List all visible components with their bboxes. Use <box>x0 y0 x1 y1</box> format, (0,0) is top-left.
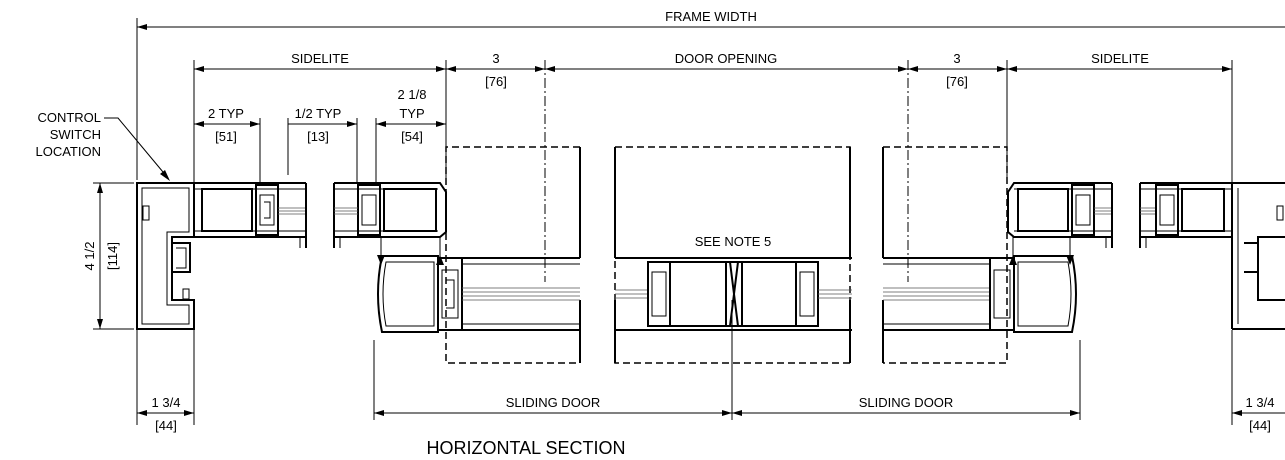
right-clearance-mm-label: [76] <box>946 74 968 89</box>
control-label-2: SWITCH <box>50 127 101 142</box>
right-sidelite-label: SIDELITE <box>1091 51 1149 66</box>
right-jamb-depth-label: 1 3/4 <box>1246 395 1275 410</box>
two-eighth-typ-label: TYP <box>399 106 424 121</box>
two-eighth-mm-label: [54] <box>401 129 423 144</box>
two-typ-label: 2 TYP <box>208 106 244 121</box>
right-sidelite-outer-profile <box>1139 182 1285 330</box>
extension-lines <box>136 18 1233 425</box>
left-sidelite-profile <box>194 182 307 248</box>
two-typ-mm-label: [51] <box>215 129 237 144</box>
door-panel-outlines <box>445 146 1008 364</box>
left-sliding-door-label: SLIDING DOOR <box>506 395 601 410</box>
right-jamb-depth-mm-label: [44] <box>1249 418 1271 433</box>
two-eighth-label: 2 1/8 <box>398 87 427 102</box>
control-label-1: CONTROL <box>37 110 101 125</box>
right-sliding-door-label: SLIDING DOOR <box>859 395 954 410</box>
see-note-label: SEE NOTE 5 <box>695 234 772 249</box>
section-title: HORIZONTAL SECTION <box>426 438 625 458</box>
left-jamb-profile <box>136 182 195 330</box>
frame-width-label: FRAME WIDTH <box>665 9 757 24</box>
height-mm-label: [114] <box>105 242 120 270</box>
center-meeting-rails <box>615 257 852 331</box>
drawing-labels: FRAME WIDTH SIDELITE 3 [76] DOOR OPENING… <box>36 9 1275 458</box>
right-sliding-door-profile <box>883 255 1077 333</box>
left-jamb-depth-mm-label: [44] <box>155 418 177 433</box>
left-sliding-door-profile <box>377 255 580 333</box>
left-sidelite-label: SIDELITE <box>291 51 349 66</box>
left-sidelite-inner-profile <box>333 182 447 265</box>
left-clearance-label: 3 <box>492 51 499 66</box>
half-typ-mm-label: [13] <box>307 129 329 144</box>
right-clearance-label: 3 <box>953 51 960 66</box>
right-sidelite-profile <box>1007 182 1113 265</box>
dimension-lines <box>93 24 1285 416</box>
half-typ-label: 1/2 TYP <box>295 106 342 121</box>
left-clearance-mm-label: [76] <box>485 74 507 89</box>
height-label: 4 1/2 <box>82 242 97 271</box>
control-label-3: LOCATION <box>36 144 102 159</box>
control-switch-leader <box>104 117 170 181</box>
left-jamb-depth-label: 1 3/4 <box>152 395 181 410</box>
door-opening-label: DOOR OPENING <box>675 51 778 66</box>
centerlines <box>544 60 909 282</box>
